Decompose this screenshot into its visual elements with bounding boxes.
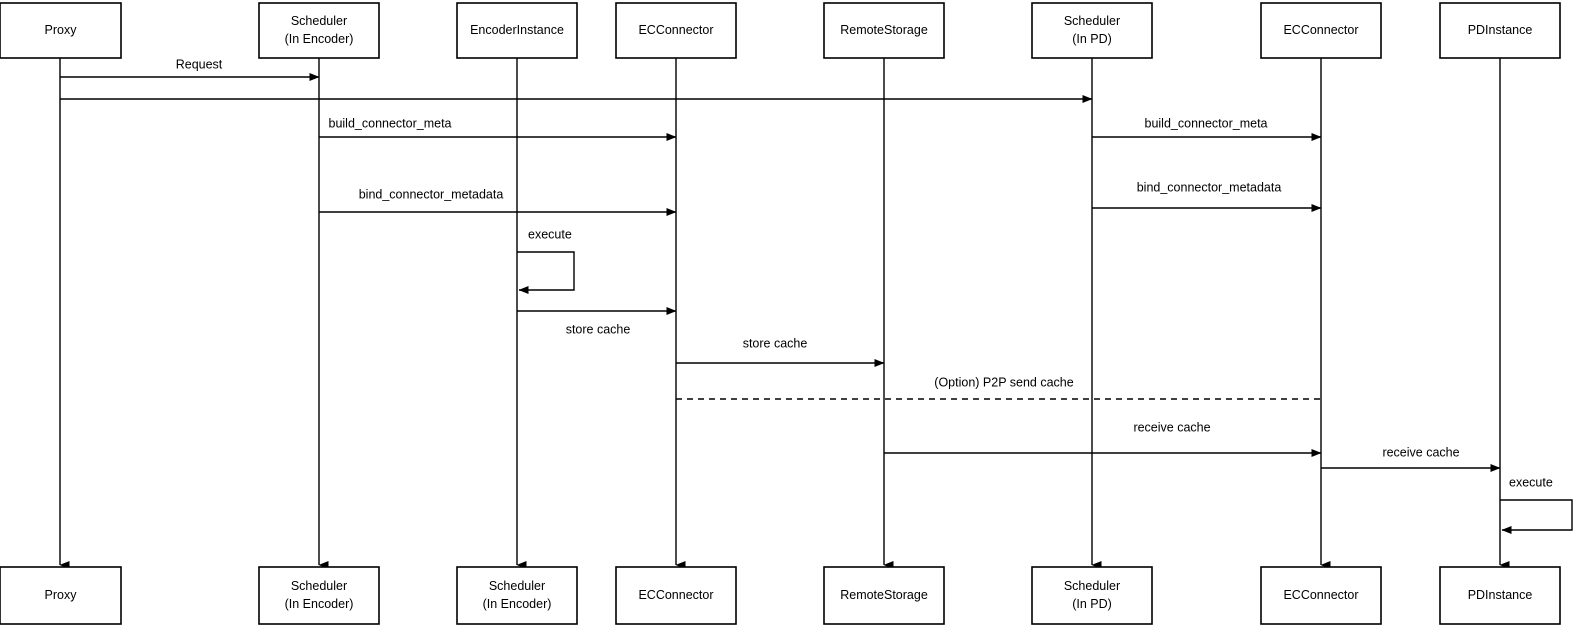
self-message-s1[interactable]: execute [517, 227, 575, 294]
participant-label-line1: Scheduler [1064, 14, 1120, 28]
message-label: Request [176, 57, 223, 71]
participant-box-sched_pd-top[interactable]: Scheduler (In PD) [1031, 2, 1153, 59]
participant-box-proxy-bottom[interactable]: Proxy [0, 566, 122, 625]
participant-label-line1: Scheduler [291, 14, 347, 28]
participant-box-pd_instance-top[interactable]: PDInstance [1439, 2, 1561, 59]
participant-box-rect [1031, 566, 1153, 625]
participant-box-rect [1031, 2, 1153, 59]
participant-label-line1: ECConnector [638, 23, 713, 37]
participant-label-line1: Proxy [45, 588, 78, 602]
participant-box-rect [258, 566, 380, 625]
participant-box-remote_storage-bottom[interactable]: RemoteStorage [823, 566, 945, 625]
message-m3[interactable]: build_connector_meta [319, 116, 677, 141]
participant-label-line2: (In Encoder) [483, 597, 552, 611]
message-label: receive cache [1382, 445, 1459, 459]
participant-box-ec_conn_left-bottom[interactable]: ECConnector [615, 566, 737, 625]
participant-box-rect [456, 2, 578, 59]
message-label: build_connector_meta [1145, 116, 1268, 130]
lifelines-group [59, 58, 1510, 569]
self-message-label: execute [1509, 475, 1553, 489]
message-label: store cache [566, 322, 631, 336]
participant-label-line2: (In Encoder) [285, 597, 354, 611]
message-m7[interactable]: store cache [517, 307, 677, 336]
participant-label-line1: EncoderInstance [470, 23, 564, 37]
message-label: bind_connector_metadata [359, 187, 504, 201]
message-m4[interactable]: build_connector_meta [1092, 116, 1322, 141]
participant-label-line2: (In Encoder) [285, 32, 354, 46]
participant-label-line1: ECConnector [1283, 23, 1358, 37]
participant-box-sched_enc-top[interactable]: Scheduler (In Encoder) [258, 2, 380, 59]
participant-box-rect [823, 566, 945, 625]
message-label: bind_connector_metadata [1137, 180, 1282, 194]
participant-box-proxy-top[interactable]: Proxy [0, 2, 122, 59]
self-message-label: execute [528, 227, 572, 241]
participant-bottom-boxes: Proxy Scheduler (In Encoder) Scheduler (In E… [0, 566, 1561, 625]
self-messages-group: execute execute [517, 227, 1573, 534]
participant-box-rect [0, 2, 122, 59]
message-m1[interactable]: Request [60, 57, 320, 81]
message-label: store cache [743, 336, 808, 350]
message-m8[interactable]: store cache [676, 336, 885, 367]
participant-label-line1: Scheduler [291, 579, 347, 593]
message-m11[interactable]: receive cache [1321, 445, 1501, 472]
participant-box-sched_enc-bottom[interactable]: Scheduler (In Encoder) [258, 566, 380, 625]
message-m6[interactable]: bind_connector_metadata [1092, 180, 1322, 212]
participant-box-rect [1260, 566, 1382, 625]
participant-label-line1: PDInstance [1468, 23, 1533, 37]
messages-group: Request build_connector_meta build_connect… [60, 57, 1501, 472]
participant-box-rect [615, 2, 737, 59]
participant-box-pd_instance-bottom[interactable]: PDInstance [1439, 566, 1561, 625]
participant-box-ec_conn_right-bottom[interactable]: ECConnector [1260, 566, 1382, 625]
message-m5[interactable]: bind_connector_metadata [319, 187, 677, 216]
participant-box-rect [615, 566, 737, 625]
participant-label-line2: (In PD) [1072, 32, 1112, 46]
self-message-arrow [1500, 499, 1573, 534]
participant-box-rect [1260, 2, 1382, 59]
self-message-s2[interactable]: execute [1500, 475, 1573, 534]
message-label: receive cache [1133, 420, 1210, 434]
participant-box-rect [1439, 2, 1561, 59]
participant-box-sched_pd-bottom[interactable]: Scheduler (In PD) [1031, 566, 1153, 625]
participant-box-rect [0, 566, 122, 625]
participant-label-line1: Scheduler [1064, 579, 1120, 593]
participant-box-ec_conn_left-top[interactable]: ECConnector [615, 2, 737, 59]
message-label: (Option) P2P send cache [934, 375, 1073, 389]
participant-box-encoder_inst-bottom[interactable]: Scheduler (In Encoder) [456, 566, 578, 625]
participant-top-boxes: Proxy Scheduler (In Encoder) EncoderInstanc… [0, 2, 1561, 59]
participant-box-remote_storage-top[interactable]: RemoteStorage [823, 2, 945, 59]
participant-label-line1: PDInstance [1468, 588, 1533, 602]
participant-box-rect [456, 566, 578, 625]
participant-box-rect [258, 2, 380, 59]
participant-label-line1: RemoteStorage [840, 588, 928, 602]
participant-label-line1: ECConnector [638, 588, 713, 602]
participant-label-line2: (In PD) [1072, 597, 1112, 611]
self-message-arrow [517, 251, 575, 294]
message-label: build_connector_meta [329, 116, 452, 130]
participant-label-line1: Scheduler [489, 579, 545, 593]
participant-box-ec_conn_right-top[interactable]: ECConnector [1260, 2, 1382, 59]
participant-box-rect [823, 2, 945, 59]
participant-box-rect [1439, 566, 1561, 625]
participant-label-line1: Proxy [45, 23, 78, 37]
participant-box-encoder_inst-top[interactable]: EncoderInstance [456, 2, 578, 59]
message-m9[interactable]: (Option) P2P send cache [676, 375, 1321, 400]
participant-label-line1: RemoteStorage [840, 23, 928, 37]
message-m10[interactable]: receive cache [884, 420, 1322, 457]
participant-label-line1: ECConnector [1283, 588, 1358, 602]
